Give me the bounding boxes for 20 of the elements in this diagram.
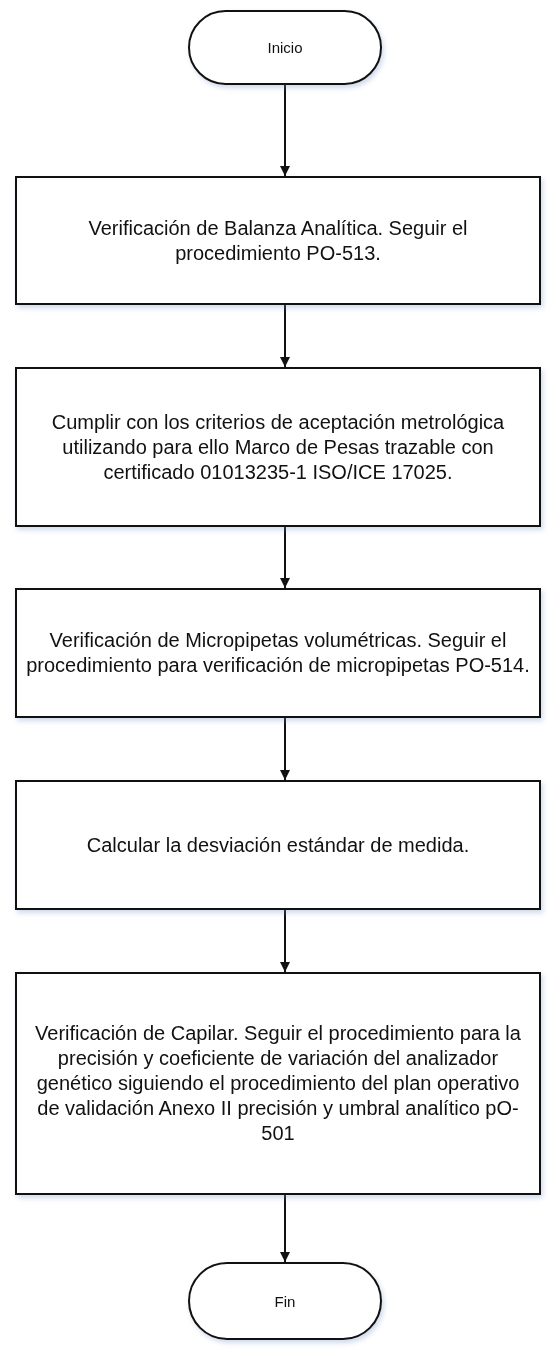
step-text: Fin (273, 1292, 297, 1310)
terminal-shape (188, 10, 382, 85)
step-text: Verificación de Balanza Analítica. Seguir el procedimiento PO-513. (87, 215, 469, 266)
arrow (280, 526, 290, 589)
arrow (280, 1194, 290, 1263)
step-text: Inicio (266, 39, 304, 56)
step-text: Verificación de Capilar. Seguir el procedimiento para la precisión y coeficiente de variación del analizador genético siguiendo el procedimiento del plan operativo de validación Anexo II precisión y umbral analítico pO-501 (34, 1021, 522, 1146)
step-text: Verificación de Micropipetas volumétricas. Seguir el procedimiento para verificación de micropipetas PO-514. (25, 628, 531, 678)
process-box (15, 176, 541, 305)
terminal-shape (188, 1262, 382, 1340)
arrow (280, 717, 290, 781)
process-box (15, 588, 541, 718)
step-text: Cumplir con los criterios de aceptación metrológica utilizando para ello Marco de Pesas trazable con certificado 01013235-1 ISO/ICE 17025. (50, 409, 506, 485)
process-box (15, 780, 541, 910)
arrow (280, 909, 290, 973)
process-box (15, 367, 541, 527)
arrow (280, 304, 290, 368)
step-text: Calcular la desviación estándar de medida. (85, 832, 471, 858)
arrow (280, 84, 290, 177)
process-box (15, 972, 541, 1195)
